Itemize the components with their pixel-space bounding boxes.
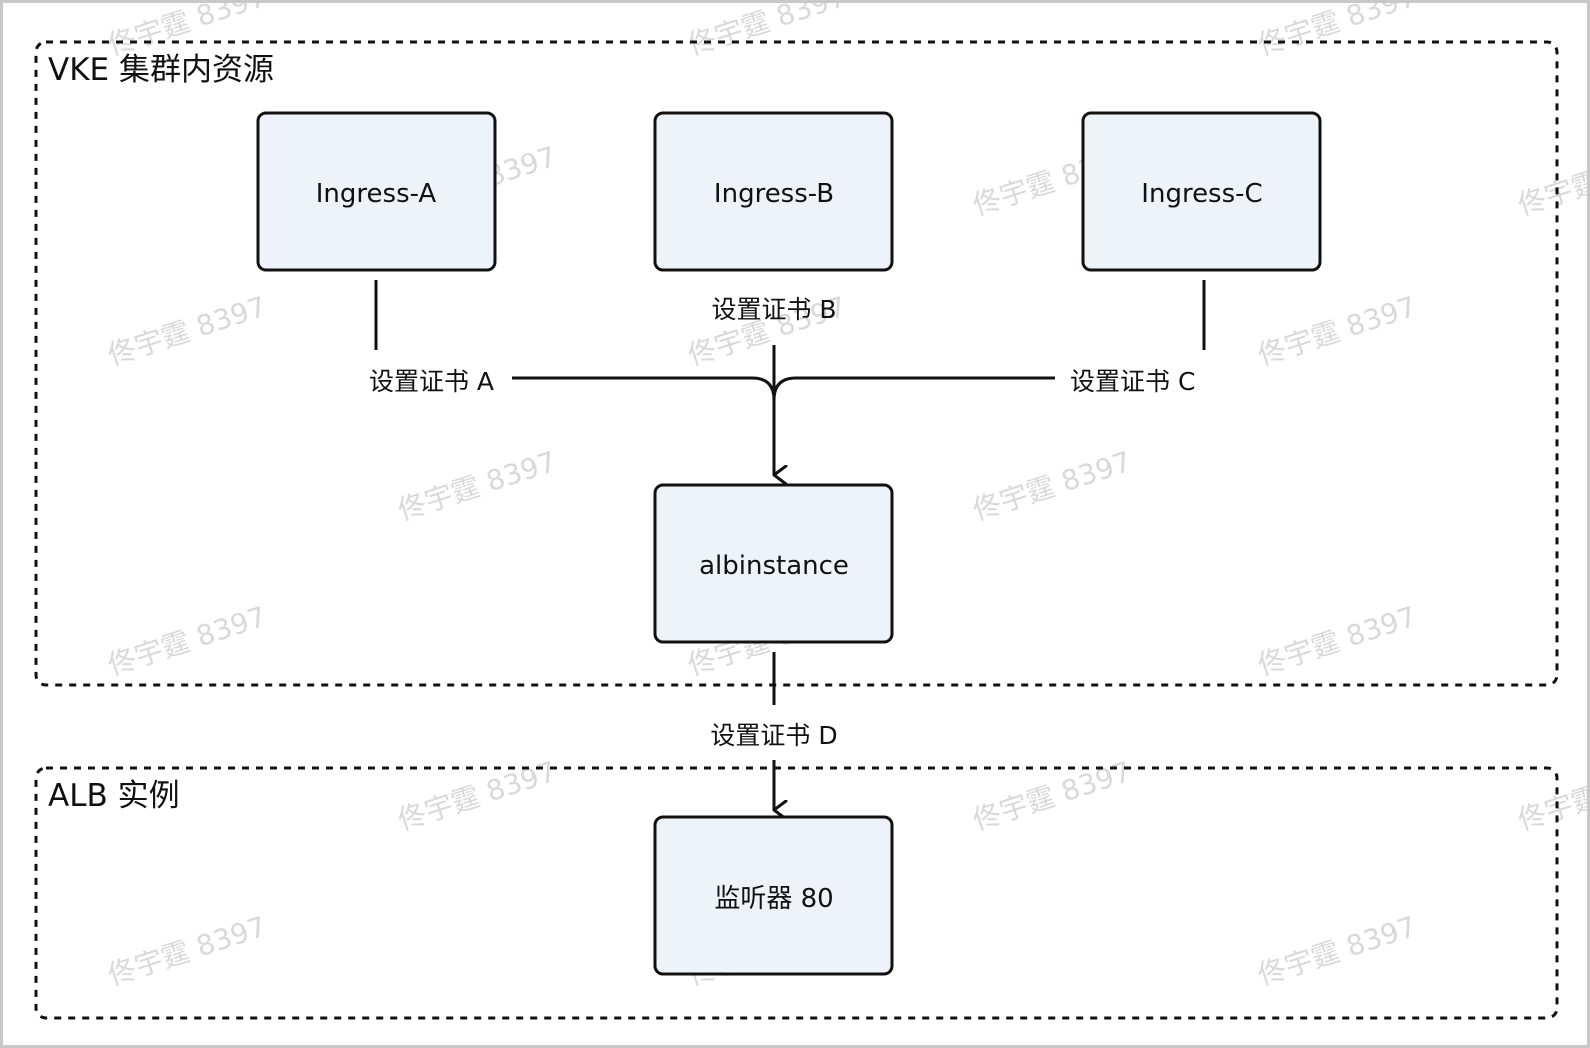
edge-label-cert-c: 设置证书 C [1070,367,1195,396]
watermark-text: 佟宇霆 8397 [104,910,270,992]
node-ingress-a-label: Ingress-A [316,179,437,209]
watermark-text: 佟宇霆 8397 [969,445,1135,527]
watermark-text: 佟宇霆 8397 [1254,290,1420,372]
node-albinstance-label: albinstance [699,551,849,581]
edge-label-cert-a: 设置证书 A [369,367,494,396]
watermark-text: 佟宇霆 8397 [1254,0,1420,62]
group-vke-title: VKE 集群内资源 [48,52,274,88]
node-ingress-b[interactable]: Ingress-B [653,111,894,272]
node-ingress-c-label: Ingress-C [1141,179,1262,209]
connectors [374,280,1206,810]
watermark-text: 佟宇霆 8397 [394,445,560,527]
watermark-text: 佟宇霆 8397 [1254,600,1420,682]
watermark-text: 佟宇霆 8397 [104,600,270,682]
node-listener-label: 监听器 80 [714,884,833,914]
nodes: Ingress-A Ingress-B Ingress-C albinstanc… [256,111,1322,976]
node-ingress-c[interactable]: Ingress-C [1081,111,1322,272]
watermark-text: 佟宇霆 8397 [1514,755,1590,837]
edge-labels: 设置证书 A 设置证书 B 设置证书 C 设置证书 D [369,295,1195,750]
node-ingress-b-label: Ingress-B [714,179,834,209]
watermark-text: 佟宇霆 8397 [394,755,560,837]
edge-label-cert-d: 设置证书 D [710,721,837,750]
node-listener-80[interactable]: 监听器 80 [653,815,894,976]
watermark-text: 佟宇霆 8397 [104,290,270,372]
node-ingress-a[interactable]: Ingress-A [256,111,497,272]
edge-label-cert-b: 设置证书 B [711,295,836,324]
group-alb-title: ALB 实例 [48,778,180,814]
edge-cert-c-line [772,376,1055,401]
watermark-text: 佟宇霆 8397 [684,0,850,62]
edge-cert-a-line [512,376,776,401]
group-alb-instance [34,766,1559,1020]
watermark-text: 佟宇霆 8397 [1254,910,1420,992]
node-albinstance[interactable]: albinstance [653,483,894,644]
watermark-text: 佟宇霆 8397 [1514,140,1590,222]
